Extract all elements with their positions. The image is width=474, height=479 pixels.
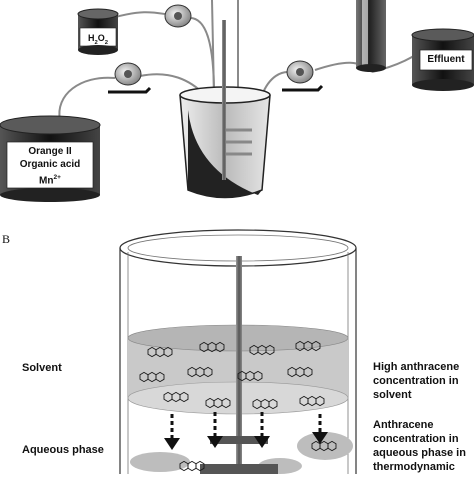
tube-pump2-to-reactor (189, 17, 215, 96)
pump-2 (164, 4, 192, 28)
high-anthracene-note: High anthracene concentration in solvent (373, 361, 460, 401)
h2o2-label: H2O2 (87, 33, 109, 46)
diffusion-arrows (164, 412, 328, 450)
anthracene-molecule (287, 366, 313, 378)
aqueous-phase-label: Aqueous phase (22, 444, 104, 456)
column (356, 0, 386, 72)
anthracene-molecule (187, 366, 213, 378)
reagent-label-box (6, 141, 94, 189)
aqueous-anthracene-note: Anthracene concentration in aqueous phas… (373, 419, 466, 473)
reactor-vessel (179, 20, 271, 199)
impeller-blade (210, 436, 268, 444)
anthracene-molecule (237, 370, 263, 382)
anthracene-molecule (163, 391, 189, 403)
anthracene-molecule (295, 340, 321, 352)
effluent-label: Effluent (427, 54, 465, 65)
effluent-tank (411, 28, 474, 91)
reagent-tank (0, 115, 101, 202)
anthracene-molecule (147, 346, 173, 358)
impeller-blade-2 (200, 464, 278, 474)
tube-h2o2-to-pump (111, 11, 166, 19)
flow-arrow (108, 86, 152, 94)
reagent-label: Orange II Organic acid Mn2+ (19, 146, 81, 187)
panel-b (119, 229, 357, 474)
tube-top1 (211, 0, 215, 96)
anthracene-molecules (139, 340, 337, 472)
anthracene-molecule (199, 341, 225, 353)
solvent-label: Solvent (22, 362, 62, 374)
pump-1 (108, 62, 152, 94)
anthracene-molecule (299, 395, 325, 407)
tube-reagent-to-pump (58, 76, 116, 121)
anthracene-molecule (249, 344, 275, 356)
stirrer-blades (226, 128, 252, 156)
anthracene-molecule (139, 371, 165, 383)
flow-arrow (282, 84, 324, 92)
panel-a (0, 0, 474, 202)
h2o2-tank (77, 8, 119, 55)
anthracene-molecule (205, 397, 231, 409)
anthracene-molecule (179, 460, 205, 472)
panel-b-letter: B (2, 232, 11, 246)
stirrer-shaft (222, 20, 226, 180)
anthracene-molecule (252, 398, 278, 410)
impeller-shaft (236, 256, 242, 474)
anthracene-molecule (311, 440, 337, 452)
pump-3 (282, 60, 324, 92)
effluent-label-box (419, 49, 473, 71)
